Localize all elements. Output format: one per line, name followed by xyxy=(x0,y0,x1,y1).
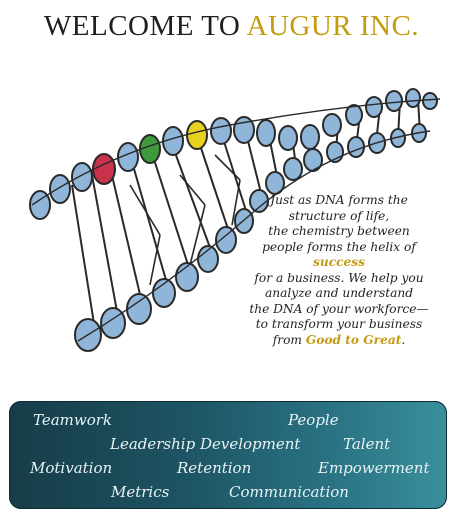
keyword-people: People xyxy=(288,411,339,429)
title-lead: WELCOME TO xyxy=(43,10,247,42)
helix-cross-links xyxy=(129,154,241,286)
blurb-line-7: the DNA of your workforce— xyxy=(249,301,429,316)
highlight-success: success xyxy=(312,255,366,269)
blurb-line-8: to transform your business xyxy=(255,317,423,331)
blurb-line-9: from Good to Great. xyxy=(246,333,432,349)
keyword-retention: Retention xyxy=(177,459,252,477)
blurb-line-6: analyze and understand xyxy=(264,286,414,300)
blurb-line-9-pre: from xyxy=(272,332,306,347)
dna-helix-illustration xyxy=(29,88,441,352)
blurb-line-5: for a business. We help you xyxy=(254,270,424,285)
blurb-line-1: Just as DNA forms the xyxy=(270,193,408,207)
keywords-panel: Teamwork People Leadership Development T… xyxy=(9,401,447,509)
blurb-line-3: the chemistry between xyxy=(268,224,410,238)
blurb-line-4: people forms the helix of xyxy=(262,239,416,254)
keyword-leadership-development: Leadership Development xyxy=(110,435,301,453)
keyword-teamwork: Teamwork xyxy=(33,411,113,429)
intro-paragraph: Just as DNA forms the structure of life,… xyxy=(246,193,432,348)
brand-name: AUGUR INC. xyxy=(246,10,420,42)
keyword-talent: Talent xyxy=(343,435,391,453)
keyword-empowerment: Empowerment xyxy=(318,459,430,477)
highlight-good-to-great: Good to Great xyxy=(305,332,402,347)
keyword-motivation: Motivation xyxy=(30,459,113,477)
page-title: WELCOME TO AUGUR INC. xyxy=(0,10,463,43)
keyword-communication: Communication xyxy=(229,483,349,501)
helix-beads-strand-b xyxy=(74,123,427,352)
keyword-metrics: Metrics xyxy=(111,483,170,501)
blurb-line-9-post: . xyxy=(401,332,406,347)
helix-backbone xyxy=(31,98,441,342)
blurb-line-2: structure of life, xyxy=(288,208,390,223)
